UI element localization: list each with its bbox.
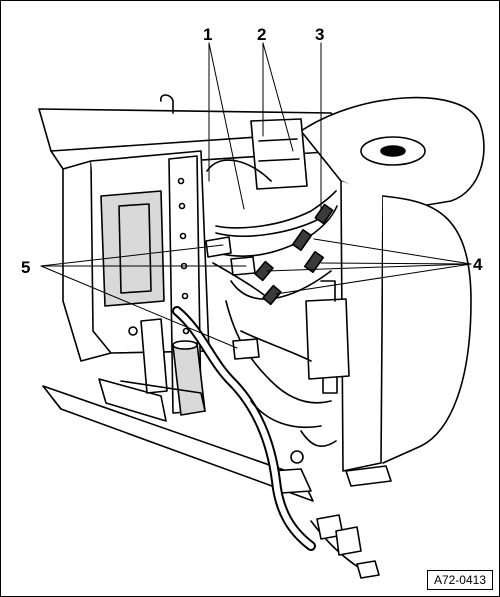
figure-id-label: A72-0413	[426, 570, 493, 590]
control-module	[250, 118, 308, 190]
loose-plug-3	[356, 560, 380, 579]
plug-cluster	[205, 236, 232, 258]
connector-c	[254, 260, 274, 282]
callout-5: 5	[21, 258, 31, 277]
leader-4d	[275, 263, 472, 295]
loose-plug-2	[335, 526, 362, 556]
leader-4a	[313, 238, 472, 265]
callout-1: 1	[203, 25, 213, 44]
callout-4: 4	[473, 255, 483, 274]
right-control-box	[305, 298, 350, 380]
wiring-harness	[215, 190, 337, 229]
leader-5c	[40, 265, 238, 349]
callout-3: 3	[315, 25, 325, 44]
connector-a	[291, 228, 313, 252]
left-bracket	[100, 190, 165, 307]
leader-5a	[40, 244, 224, 267]
connector-d	[262, 284, 282, 306]
callout-2: 2	[257, 25, 267, 44]
leader-1b	[208, 42, 245, 210]
connector-e	[314, 203, 334, 225]
leader-2b	[262, 42, 294, 152]
leader-4c	[266, 263, 472, 272]
leader-4b	[320, 262, 472, 265]
